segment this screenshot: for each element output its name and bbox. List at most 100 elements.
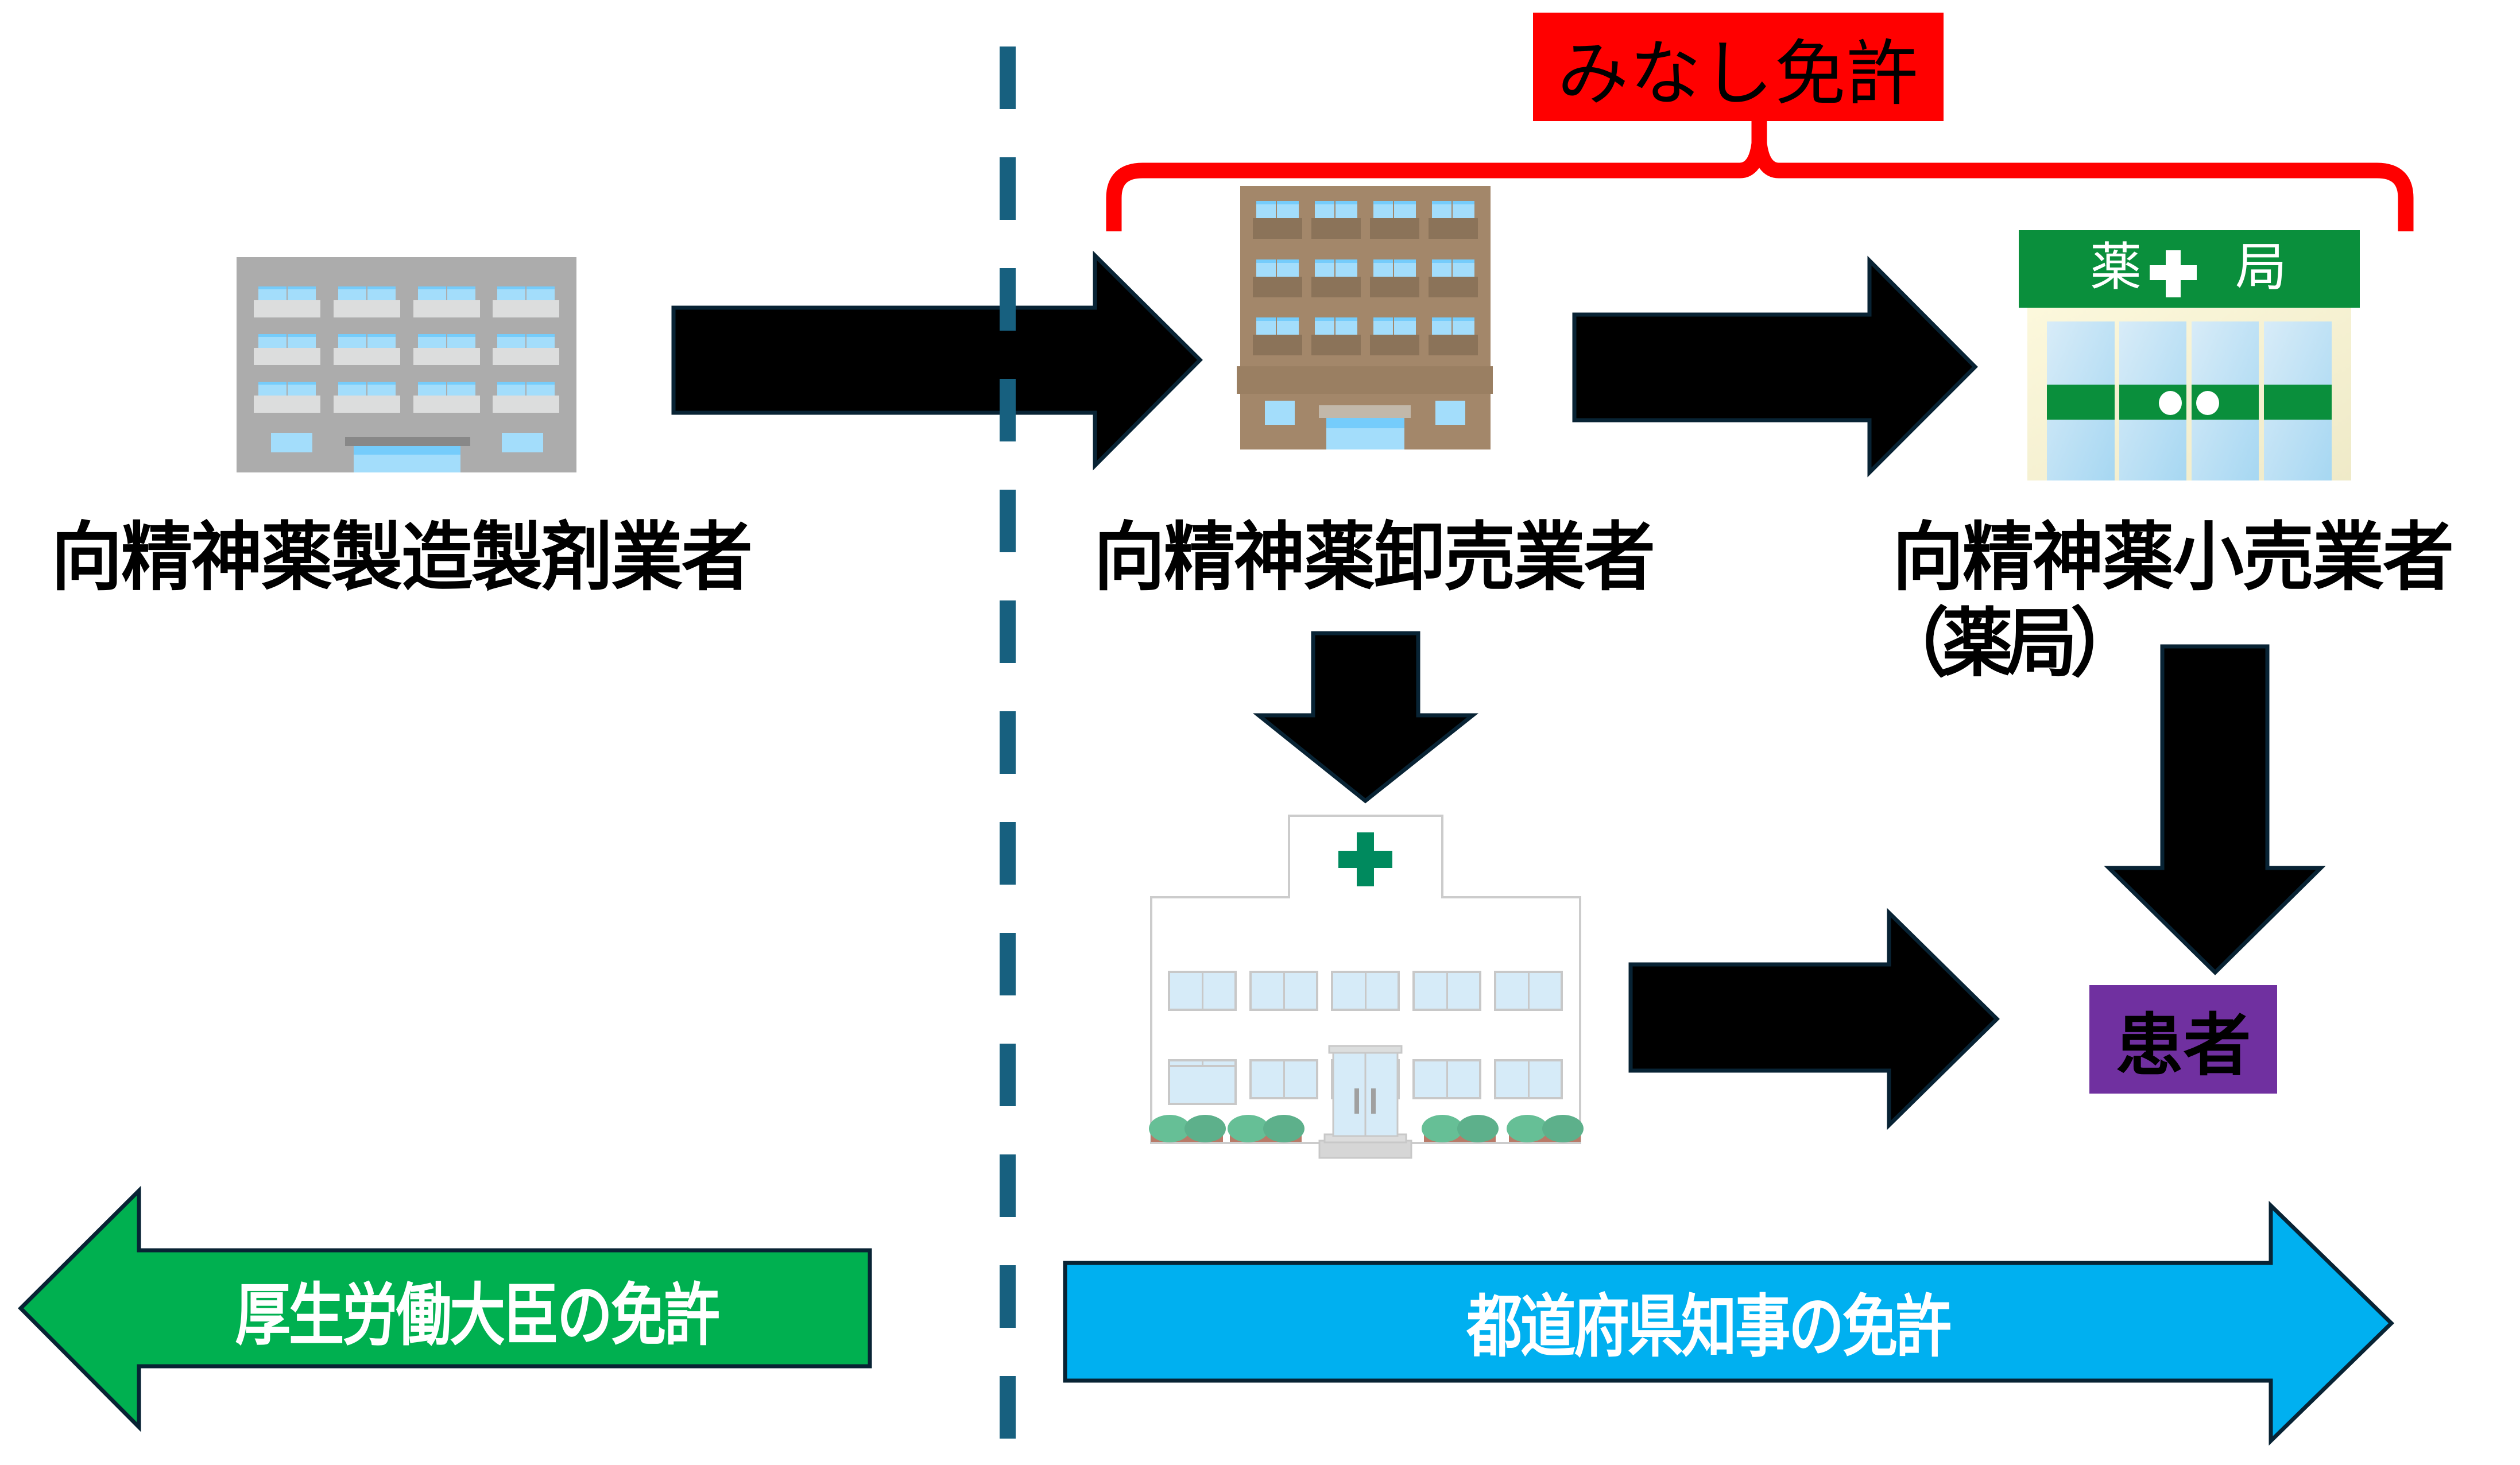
building-detail [1429, 218, 1478, 239]
building-detail [525, 286, 527, 301]
building-detail [1451, 259, 1453, 277]
building-detail [1276, 201, 1277, 218]
building-detail [1311, 277, 1361, 297]
building-detail [366, 382, 367, 396]
building-detail [1373, 259, 1416, 263]
hospital-building-icon [1149, 815, 1584, 1159]
building-detail [1393, 317, 1394, 335]
retailer-label-line1: 向精神薬小売業者 [1892, 514, 2454, 602]
building-detail [446, 334, 447, 348]
building-detail [334, 300, 400, 317]
building-detail [1253, 335, 1302, 355]
flow-arrow-wholesaler-to-retailer [1572, 255, 1978, 478]
building-detail [1451, 201, 1453, 218]
building-detail [1432, 201, 1474, 204]
building-detail [493, 348, 559, 365]
building-detail [1283, 1060, 1285, 1098]
building-detail [525, 382, 527, 396]
building-detail [1429, 277, 1478, 297]
building-detail [1370, 218, 1419, 239]
building-detail [1373, 201, 1416, 204]
building-detail [1315, 317, 1357, 321]
deemed-license-label: みなし免許 [1557, 32, 1919, 115]
deemed-license-bracket [1106, 121, 2414, 231]
shrub-icon [1422, 1115, 1463, 1142]
flow-arrow-retailer-to-patient [2104, 644, 2326, 975]
manufacturer-building-icon [237, 257, 576, 472]
prefectural-license-label: 都道府県知事の免許 [1466, 1286, 1952, 1366]
building-detail [1370, 277, 1419, 297]
building-detail [1168, 1065, 1237, 1105]
building-detail [366, 286, 367, 301]
building-detail [1451, 317, 1453, 335]
shrub-icon [1542, 1115, 1584, 1142]
building-detail [1432, 259, 1474, 263]
shrub-icon [1507, 1115, 1548, 1142]
shrub-icon [1263, 1115, 1304, 1142]
prefectural-license-arrow [1063, 1200, 2395, 1446]
shrub-icon [1457, 1115, 1499, 1142]
building-detail [525, 334, 527, 348]
shrub-icon [1184, 1115, 1226, 1142]
building-detail [1276, 259, 1277, 277]
flow-arrow-hospital-to-patient [1628, 908, 2000, 1130]
building-detail [1256, 317, 1299, 321]
building-detail [413, 300, 480, 317]
national-license-arrow [18, 1185, 872, 1432]
building-detail [446, 286, 447, 301]
building-detail [1528, 972, 1530, 1010]
building-detail [334, 396, 400, 413]
patient-box: 患者 [2089, 985, 2277, 1094]
retailer-label-line2: （薬局） [1878, 600, 2142, 688]
building-detail [1315, 201, 1357, 204]
building-detail [1256, 201, 1299, 204]
building-detail [1253, 277, 1302, 297]
building-detail [1528, 1060, 1530, 1098]
building-detail [1311, 218, 1361, 239]
building-detail [287, 286, 288, 301]
building-detail [1365, 972, 1367, 1010]
deemed-license-tag: みなし免許 [1533, 13, 1944, 121]
building-detail [1446, 972, 1448, 1010]
building-detail [1202, 972, 1203, 1010]
building-detail [334, 348, 400, 365]
building-detail [1373, 317, 1416, 321]
shrub-icon [1149, 1115, 1190, 1142]
building-detail [254, 300, 320, 317]
flow-arrow-wholesaler-to-hospital [1253, 631, 1479, 804]
building-detail [1370, 335, 1419, 355]
building-detail [287, 382, 288, 396]
building-detail [287, 334, 288, 348]
wholesaler-building-icon [1237, 186, 1493, 449]
building-detail [1256, 259, 1299, 263]
building-detail [254, 348, 320, 365]
manufacturer-label: 向精神薬製造製剤業者 [51, 514, 753, 602]
building-detail [1315, 259, 1357, 263]
pharmacy-sign-left-char: 薬 [2090, 237, 2142, 297]
building-detail [1311, 335, 1361, 355]
building-detail [1446, 1060, 1448, 1098]
pharmacy-store-icon [2019, 230, 2360, 480]
building-detail [413, 348, 480, 365]
building-detail [1253, 218, 1302, 239]
building-detail [1283, 972, 1285, 1010]
building-detail [1393, 201, 1394, 218]
building-detail [493, 300, 559, 317]
shrub-icon [1228, 1115, 1269, 1142]
national-license-label: 厚生労働大臣の免許 [235, 1275, 720, 1355]
flow-arrow-manufacturer-to-wholesaler [671, 250, 1203, 471]
building-detail [1429, 335, 1478, 355]
building-detail [1432, 317, 1474, 321]
building-detail [446, 382, 447, 396]
building-detail [493, 396, 559, 413]
wholesaler-label: 向精神薬卸売業者 [1094, 514, 1655, 602]
patient-label: 患者 [2115, 1006, 2251, 1085]
building-detail [254, 396, 320, 413]
building-detail [1334, 259, 1336, 277]
building-detail [1393, 259, 1394, 277]
building-detail [1276, 317, 1277, 335]
building-detail [366, 334, 367, 348]
building-detail [413, 396, 480, 413]
pharmacy-sign-right-char: 局 [2235, 237, 2287, 297]
